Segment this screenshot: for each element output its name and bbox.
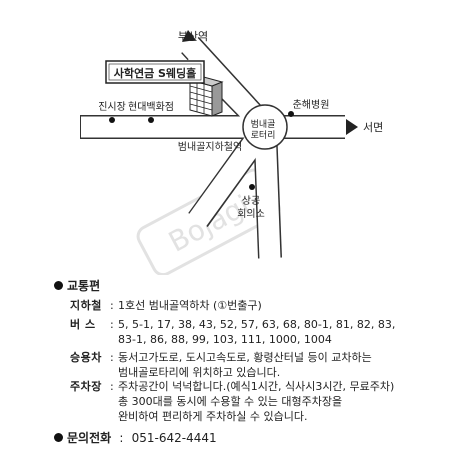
contact-label: 문의전화 bbox=[67, 431, 112, 445]
arrow-north-icon bbox=[182, 30, 196, 42]
row-value: 주차공간이 넉넉합니다.(예식1시간, 식사시3시간, 무료주차) 총 300대… bbox=[118, 379, 438, 424]
row-key: 지하철 bbox=[70, 299, 102, 312]
station-right-label: 서면 bbox=[363, 121, 383, 134]
row-colon: : bbox=[110, 318, 114, 331]
row-value: 5, 5-1, 17, 38, 43, 52, 57, 63, 68, 80-1… bbox=[118, 317, 438, 347]
transport-heading: 교통편 bbox=[54, 279, 100, 294]
station-top-label: 부산역 bbox=[178, 30, 208, 43]
bullet-icon bbox=[54, 433, 63, 442]
jinsijang-label: 진시장 bbox=[98, 101, 126, 113]
row-line: 1호선 범내골역하차 (①번출구) bbox=[118, 299, 262, 312]
chamber-label-2: 회의소 bbox=[237, 208, 265, 220]
row-key: 버 스 bbox=[70, 318, 96, 331]
hospital-marker bbox=[288, 111, 294, 117]
row-line: 5, 5-1, 17, 38, 43, 52, 57, 63, 68, 80-1… bbox=[118, 318, 396, 331]
row-value: 1호선 범내골역하차 (①번출구) bbox=[118, 298, 438, 313]
transport-row-car: 승용차 : 동서고가도로, 도시고속도로, 황령산터널 등이 교차하는 범내골로… bbox=[70, 350, 430, 382]
building-label-box: 사학연금 S웨딩홀 bbox=[105, 60, 205, 84]
contact-phone[interactable]: 051-642-4441 bbox=[131, 431, 217, 445]
rotary-label-2: 로터리 bbox=[251, 130, 276, 141]
info-panel: 교통편 지하철 : 1호선 범내골역하차 (①번출구) 버 스 : 5, 5-1… bbox=[0, 275, 450, 472]
hospital-label: 춘해병원 bbox=[293, 98, 330, 111]
transport-row-parking: 주차장 : 주차공간이 넉넉합니다.(예식1시간, 식사시3시간, 무료주차) … bbox=[70, 379, 430, 425]
transport-title: 교통편 bbox=[67, 279, 101, 293]
row-key: 승용차 bbox=[70, 351, 102, 364]
subway-label: 범내골지하철역 bbox=[178, 140, 242, 153]
roads bbox=[80, 30, 358, 260]
row-key: 주차장 bbox=[70, 380, 102, 393]
transport-row-bus: 버 스 : 5, 5-1, 17, 38, 43, 52, 57, 63, 68… bbox=[70, 317, 430, 349]
row-line: 범내골로타리에 위치하고 있습니다. bbox=[118, 366, 281, 379]
row-line: 총 300대를 동시에 수용할 수 있는 대형주차장을 bbox=[118, 395, 343, 408]
row-colon: : bbox=[110, 380, 114, 393]
row-line: 주차공간이 넉넉합니다.(예식1시간, 식사시3시간, 무료주차) bbox=[118, 380, 395, 393]
transport-row-subway: 지하철 : 1호선 범내골역하차 (①번출구) bbox=[70, 298, 430, 313]
row-line: 동서고가도로, 도시고속도로, 황령산터널 등이 교차하는 bbox=[118, 351, 372, 364]
hyundai-marker bbox=[148, 117, 154, 123]
row-line: 83-1, 86, 88, 99, 103, 111, 1000, 1004 bbox=[118, 333, 332, 346]
chamber-label-1: 상공 bbox=[242, 195, 260, 207]
chamber-marker bbox=[249, 184, 255, 190]
rotary-circle bbox=[242, 104, 288, 150]
row-colon: : bbox=[110, 351, 114, 364]
row-value: 동서고가도로, 도시고속도로, 황령산터널 등이 교차하는 범내골로타리에 위치… bbox=[118, 350, 438, 380]
hyundai-label: 현대백화점 bbox=[128, 101, 174, 113]
arrow-east-icon bbox=[346, 119, 358, 135]
jinsijang-marker bbox=[109, 117, 115, 123]
contact-line: 문의전화 : 051-642-4441 bbox=[54, 431, 217, 446]
building-icon bbox=[188, 75, 224, 117]
rotary-label-1: 범내골 bbox=[251, 119, 276, 130]
row-colon: : bbox=[110, 299, 114, 312]
bullet-icon bbox=[54, 281, 63, 290]
row-line: 완비하여 편리하게 주차하실 수 있습니다. bbox=[118, 410, 308, 423]
svg-text:사학연금 S웨딩홀: 사학연금 S웨딩홀 bbox=[114, 66, 197, 80]
location-map: Bojagi bbox=[80, 30, 383, 275]
